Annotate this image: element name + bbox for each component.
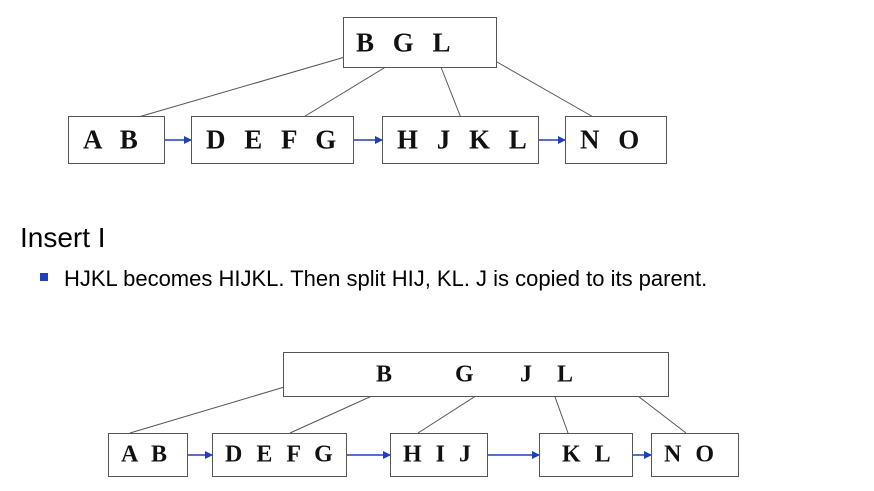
- leaf-node: D E F G: [191, 116, 354, 164]
- leaf-node: D E F G: [212, 433, 347, 477]
- pointer-line: [496, 61, 596, 119]
- root-key: B: [376, 361, 393, 387]
- root-key: J: [520, 361, 532, 387]
- leaf-node: A B: [68, 116, 165, 164]
- leaf-node-keys: A B: [83, 124, 144, 155]
- leaf-node-split-left: H I J: [390, 433, 488, 477]
- leaf-node-target: H J K L: [382, 116, 539, 164]
- leaf-node-keys: N O: [664, 441, 718, 468]
- root-key: G: [455, 361, 474, 387]
- leaf-node-keys: N O: [580, 124, 646, 155]
- leaf-node-keys: H J K L: [397, 124, 533, 155]
- leaf-node-keys: H I J: [403, 441, 476, 468]
- leaf-node: A B: [108, 433, 188, 477]
- bullet-text: HJKL becomes HIJKL. Then split HIJ, KL. …: [64, 266, 708, 291]
- bullet-square-icon: [40, 273, 48, 282]
- leaf-node-split-right: K L: [539, 433, 633, 477]
- leaf-node: N O: [651, 433, 739, 477]
- leaf-node-keys: A B: [121, 441, 172, 468]
- leaf-node-keys: D E F G: [206, 124, 343, 155]
- leaf-node-keys: D E F G: [225, 441, 337, 468]
- root-node-keys: B G L: [356, 27, 457, 57]
- root-key: L: [557, 361, 574, 387]
- root-node-after: B G J L: [283, 352, 669, 397]
- leaf-node: N O: [565, 116, 667, 164]
- bullet-item: HJKL becomes HIJKL. Then split HIJ, KL. …: [40, 266, 707, 292]
- section-title: Insert I: [20, 222, 106, 253]
- leaf-node-keys: K L: [562, 441, 615, 468]
- root-node-before: B G L: [343, 17, 497, 68]
- pointer-line: [134, 56, 346, 119]
